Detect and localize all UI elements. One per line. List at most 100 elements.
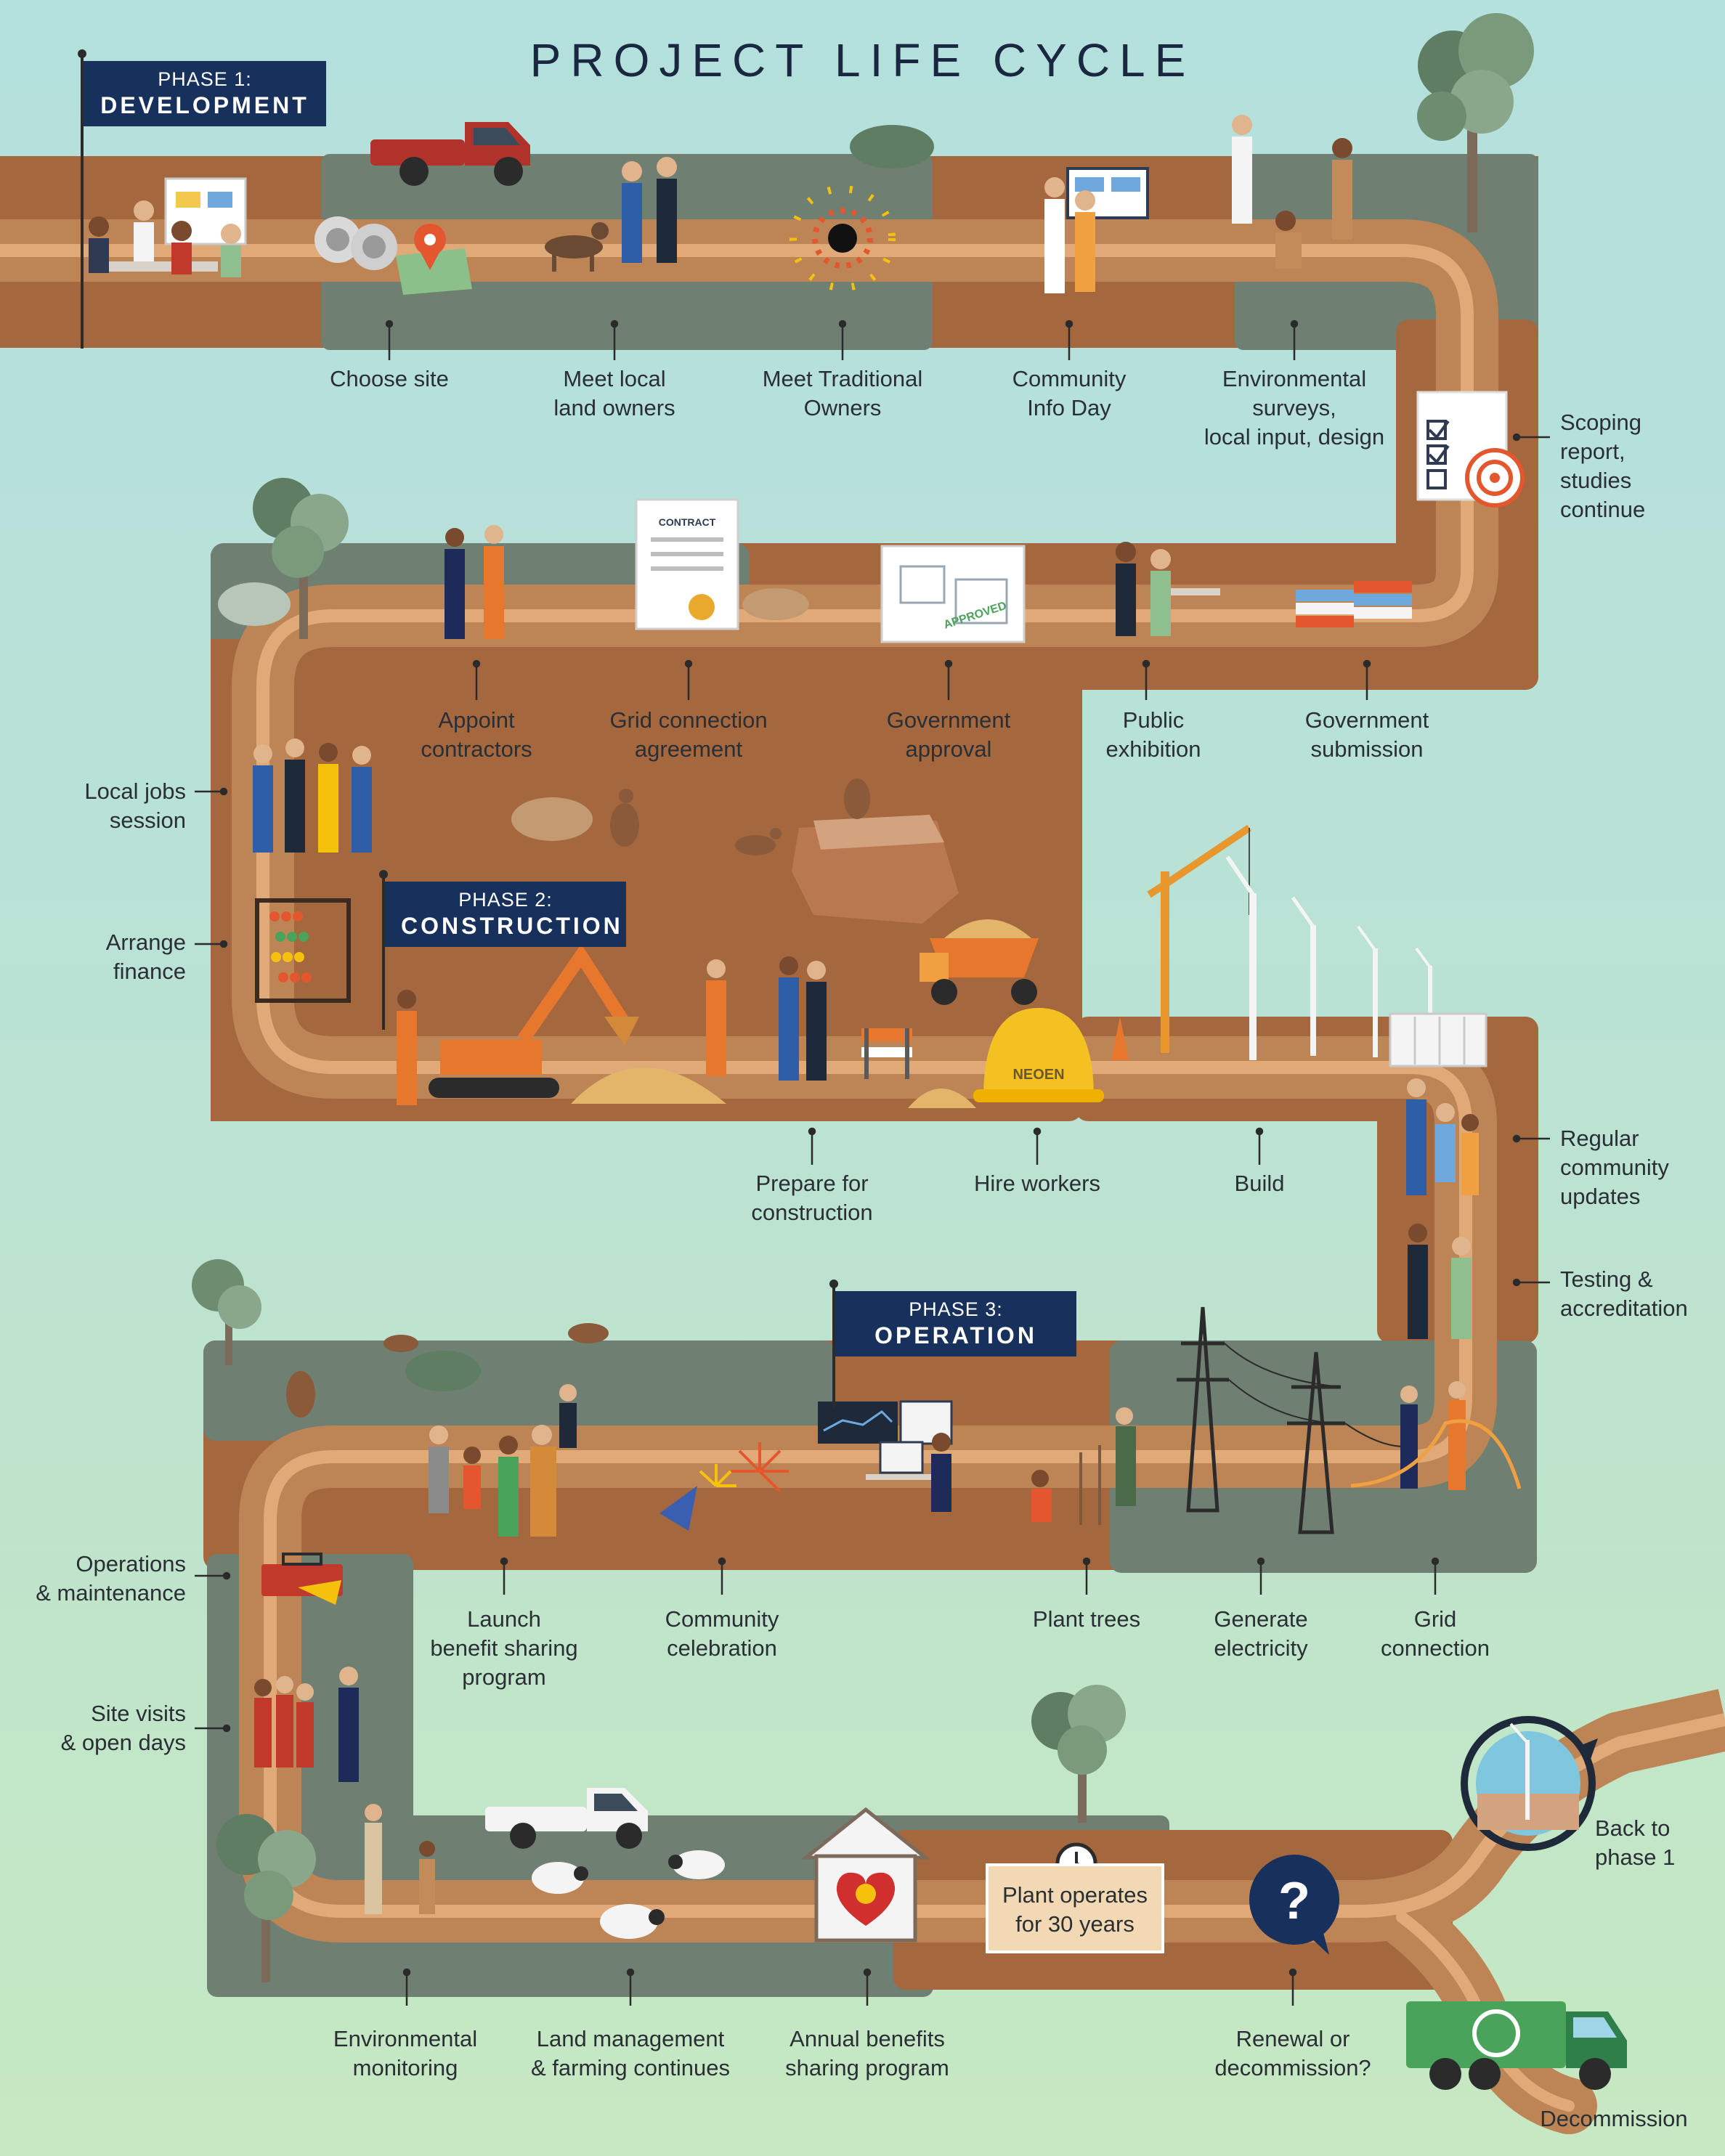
step-local-jobs-session: Local jobs session [84, 778, 186, 833]
step-community-celebration: Community celebration [665, 1606, 779, 1661]
tree-icon [216, 1814, 316, 1982]
local-workers-icon [253, 739, 372, 853]
map-pin-icon [396, 224, 472, 295]
step-arrange-finance: Arrange finance [105, 929, 186, 984]
question-bubble-icon: ? [1249, 1855, 1339, 1955]
celebration-people-icon [429, 1384, 577, 1537]
kangaroo-icon [286, 778, 870, 1417]
phase-flag-development: PHASE 1: DEVELOPMENT [84, 61, 326, 126]
heart-house-icon [800, 1807, 931, 1943]
recycle-icon [1472, 2009, 1520, 2057]
phase-number: PHASE 2: [458, 889, 553, 911]
step-environmental-monitoring: Environmental monitoring [333, 2026, 478, 2080]
tree-icon [1031, 1685, 1126, 1823]
contract-heading: CONTRACT [659, 516, 716, 528]
info-day-board-icon [1044, 167, 1149, 293]
step-community-info-day: Community Info Day [1012, 366, 1127, 420]
step-site-visits: Site visits & open days [60, 1701, 186, 1755]
step-build: Build [1234, 1171, 1285, 1196]
tree-icon [1417, 13, 1534, 232]
step-government-approval: Government approval [886, 707, 1011, 762]
field-brown-construction [211, 639, 1082, 1121]
phase-name: OPERATION [874, 1322, 1037, 1348]
public-exhibition-icon [1116, 542, 1220, 636]
grid-workers-icon [1350, 1381, 1522, 1490]
field-grey-row3a [203, 1341, 835, 1441]
hikers-icon [365, 1804, 435, 1914]
step-choose-site: Choose site [330, 366, 449, 391]
hard-hat-brand: NEOEN [1012, 1067, 1064, 1083]
step-meet-traditional-owners: Meet Traditional Owners [762, 366, 923, 420]
fireworks-icon [659, 1442, 789, 1531]
tree-icon [192, 1259, 261, 1365]
step-grid-connection: Grid connection [1381, 1606, 1490, 1661]
construction-workers-icon [397, 956, 827, 1105]
phase-flag-operation: PHASE 3: OPERATION [835, 1291, 1076, 1356]
tree-icon [218, 478, 349, 639]
traffic-cone-icon [1111, 1017, 1129, 1060]
step-grid-connection-agreement: Grid connection agreement [609, 707, 768, 762]
sheep-icon [532, 1850, 725, 1939]
step-environmental-surveys: Environmental surveys, local input, desi… [1204, 366, 1385, 449]
dump-truck-icon [920, 919, 1039, 1005]
step-annual-benefits: Annual benefits sharing program [785, 2026, 949, 2080]
refresh-cycle-icon [1461, 1716, 1598, 1851]
step-hire-workers: Hire workers [974, 1171, 1100, 1196]
target-icon [1465, 448, 1525, 508]
step-regular-updates: Regular community updates [1560, 1126, 1669, 1209]
step-launch-benefit-sharing: Launch benefit sharing program [430, 1606, 578, 1690]
step-renewal-decommission: Renewal or decommission? [1214, 2026, 1371, 2080]
binoculars-icon [314, 216, 397, 270]
excavator-icon [429, 943, 639, 1098]
step-decommission: Decommission [1540, 2106, 1688, 2131]
step-scoping-report: Scoping report, studies continue [1560, 410, 1646, 522]
visitors-icon [254, 1667, 359, 1782]
team-meeting-icon [89, 177, 247, 277]
battery-storage-icon [1389, 1012, 1487, 1067]
transmission-tower-icon [1177, 1306, 1417, 1534]
barrier-icon [861, 1028, 912, 1079]
step-public-exhibition: Public exhibition [1105, 707, 1201, 762]
control-room-icon [818, 1400, 953, 1512]
contractors-icon [445, 525, 504, 639]
page-title: PROJECT LIFE CYCLE [529, 34, 1196, 86]
bush-icon [405, 125, 934, 1391]
phase-number: PHASE 3: [909, 1298, 1003, 1320]
contract-document-icon: CONTRACT [635, 498, 739, 630]
phase-name: CONSTRUCTION [401, 913, 623, 939]
surveyors-icon [1232, 115, 1352, 269]
step-land-management: Land management & farming continues [531, 2026, 730, 2080]
step-government-submission: Government submission [1304, 707, 1429, 762]
rock-icon [511, 588, 959, 924]
land-owners-icon [622, 157, 677, 263]
dog-icon [545, 222, 609, 272]
wind-turbine-icon [1225, 855, 1432, 1060]
leader-lines [195, 320, 1550, 2006]
aboriginal-dot-art-icon [790, 185, 896, 291]
toolbox-icon [261, 1553, 343, 1605]
step-generate-electricity: Generate electricity [1214, 1606, 1308, 1661]
hard-hat-icon: NEOEN [973, 1008, 1104, 1102]
abacus-icon [255, 898, 351, 1003]
community-update-icon [1406, 1078, 1479, 1339]
approved-plan-icon: APPROVED [880, 545, 1026, 643]
step-plant-trees: Plant trees [1032, 1606, 1141, 1632]
step-meet-land-owners: Meet local land owners [553, 366, 675, 420]
tree-planting-icon [1031, 1407, 1136, 1525]
step-prepare-construction: Prepare for construction [751, 1171, 873, 1225]
binders-icon [1296, 581, 1412, 627]
phase-flag-construction: PHASE 2: CONSTRUCTION [385, 882, 626, 947]
recycling-truck-icon [1406, 2001, 1627, 2090]
step-appoint-contractors: Appoint contractors [421, 707, 532, 762]
sand-pile-icon [571, 1067, 976, 1108]
plant-operates-callout: Plant operates for 30 years [986, 1863, 1164, 1953]
ute-truck-icon [370, 122, 530, 186]
step-back-to-phase1: Back to phase 1 [1595, 1815, 1676, 1870]
farm-ute-icon [485, 1788, 648, 1849]
step-testing-accreditation: Testing & accreditation [1560, 1266, 1688, 1321]
phase-name: DEVELOPMENT [100, 92, 309, 118]
svg-text:?: ? [1278, 1872, 1310, 1930]
phase-number: PHASE 1: [158, 68, 252, 90]
